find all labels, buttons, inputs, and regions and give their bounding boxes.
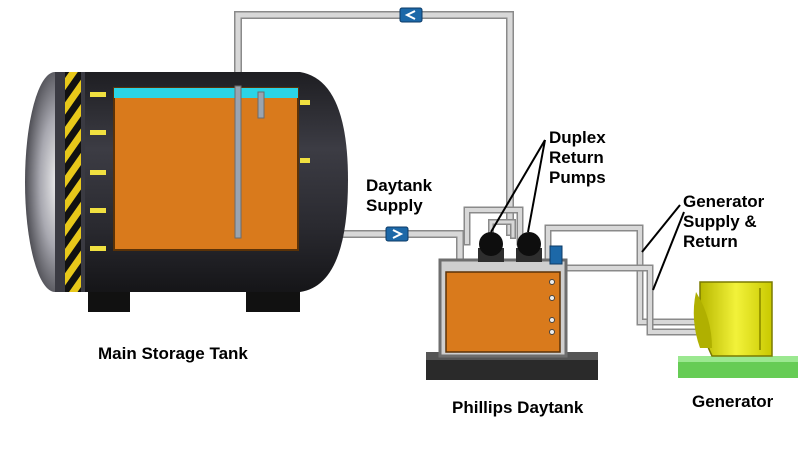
label-duplex-line-3: Pumps bbox=[549, 168, 606, 187]
label-gen-lines-line-1: Generator bbox=[683, 192, 765, 211]
main-tank-fuel-surface bbox=[114, 88, 298, 98]
duplex-return-pumps bbox=[478, 232, 542, 262]
flow-arrow-return bbox=[399, 7, 423, 23]
label-gen-lines-line-3: Return bbox=[683, 232, 738, 251]
label-main-storage-tank: Main Storage Tank bbox=[98, 344, 248, 363]
pump-2 bbox=[517, 232, 541, 256]
label-daytank-supply: Daytank Supply bbox=[366, 176, 432, 216]
label-daytank-supply-line-1: Daytank bbox=[366, 176, 433, 195]
label-gen-lines-line-2: Supply & bbox=[683, 212, 757, 231]
generator-ground bbox=[678, 360, 798, 378]
phillips-daytank bbox=[426, 245, 598, 380]
label-phillips-daytank: Phillips Daytank bbox=[452, 398, 584, 417]
daytank-base bbox=[426, 358, 598, 380]
label-duplex-line-1: Duplex bbox=[549, 128, 606, 147]
label-duplex-return-pumps: Duplex Return Pumps bbox=[549, 128, 606, 188]
generator bbox=[678, 281, 798, 378]
hazard-stripe-band bbox=[65, 72, 81, 292]
level-marks bbox=[90, 92, 310, 251]
daytank-fuel bbox=[445, 271, 561, 353]
label-generator-supply-return: Generator Supply & Return bbox=[683, 192, 764, 252]
pump-1 bbox=[479, 232, 503, 256]
label-daytank-supply-line-2: Supply bbox=[366, 196, 423, 215]
flow-arrow-supply bbox=[385, 226, 409, 242]
main-storage-tank bbox=[25, 72, 348, 312]
label-generator: Generator bbox=[692, 392, 774, 411]
label-duplex-line-2: Return bbox=[549, 148, 604, 167]
main-tank-fuel bbox=[113, 87, 299, 251]
callout-lines bbox=[490, 139, 685, 291]
